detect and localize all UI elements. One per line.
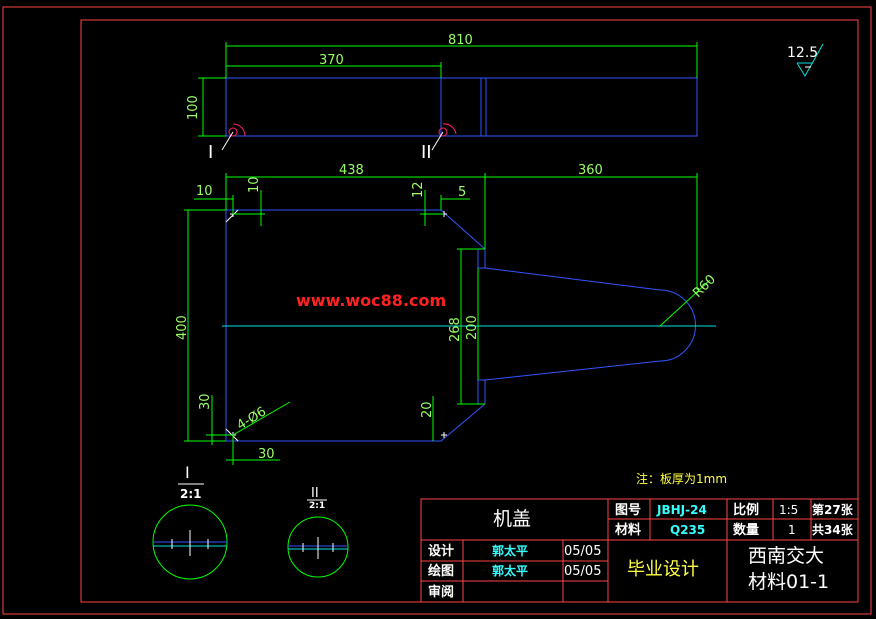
drawing-no: JBHJ-24 bbox=[656, 503, 707, 517]
date-design: 05/05 bbox=[564, 544, 601, 559]
role-draw: 绘图 bbox=[428, 563, 454, 579]
dim-top-810: 810 bbox=[448, 33, 473, 48]
name-design: 郭太平 bbox=[492, 543, 528, 558]
qty-label: 数量 bbox=[733, 522, 759, 538]
roughness-symbol: 12.5 bbox=[787, 43, 824, 77]
dim-12: 12 bbox=[411, 181, 426, 198]
dim-top-100: 100 bbox=[186, 95, 201, 120]
watermark: www.woc88.com bbox=[296, 291, 446, 310]
dim-R60: R60 bbox=[690, 272, 719, 301]
dim-5: 5 bbox=[458, 185, 466, 200]
project-name: 毕业设计 bbox=[627, 559, 699, 580]
dim-268: 268 bbox=[448, 317, 463, 342]
dim-400: 400 bbox=[175, 315, 190, 340]
dim-10-v: 10 bbox=[247, 176, 262, 193]
marker-I: I bbox=[208, 142, 213, 163]
role-review: 审阅 bbox=[428, 584, 454, 600]
dim-top-370: 370 bbox=[319, 53, 344, 68]
title-block: 机盖 图号 JBHJ-24 比例 1:5 第27张 材料 Q235 数量 1 共… bbox=[420, 498, 859, 603]
total-sheets: 共34张 bbox=[812, 522, 854, 537]
roughness-value: 12.5 bbox=[787, 45, 818, 61]
class-name: 材料01-1 bbox=[748, 571, 829, 593]
top-view: 810 370 100 I II bbox=[186, 33, 698, 163]
dim-20: 20 bbox=[420, 401, 435, 418]
school-name: 西南交大 bbox=[748, 545, 824, 567]
dim-30-v: 30 bbox=[198, 393, 213, 410]
drawing-no-label: 图号 bbox=[615, 503, 641, 518]
dim-438: 438 bbox=[339, 163, 364, 178]
dim-360: 360 bbox=[578, 163, 603, 178]
detail-II-scale: 2:1 bbox=[309, 501, 325, 511]
date-draw: 05/05 bbox=[564, 564, 601, 579]
detail-I-scale: 2:1 bbox=[180, 487, 202, 501]
qty-value: 1 bbox=[788, 523, 796, 537]
scale-value: 1:5 bbox=[779, 503, 798, 517]
dim-10-h: 10 bbox=[196, 184, 213, 199]
sheet-no: 第27张 bbox=[812, 502, 854, 517]
note-thickness: 注：板厚为1mm bbox=[636, 471, 727, 486]
scale-label: 比例 bbox=[733, 502, 759, 518]
material-label: 材料 bbox=[615, 522, 641, 538]
detail-II-label: II bbox=[311, 486, 319, 501]
part-name: 机盖 bbox=[493, 508, 531, 530]
role-design: 设计 bbox=[428, 543, 454, 559]
detail-I-label: I bbox=[185, 463, 190, 482]
detail-I: I 2:1 bbox=[152, 463, 228, 580]
dim-30-h: 30 bbox=[258, 447, 275, 462]
dim-200: 200 bbox=[465, 315, 480, 340]
detail-II: II 2:1 bbox=[287, 486, 349, 578]
dim-holes: 4-Ø6 bbox=[234, 404, 269, 433]
material-value: Q235 bbox=[670, 523, 705, 537]
main-view: 438 360 10 10 12 5 400 268 200 bbox=[175, 163, 719, 465]
name-draw: 郭太平 bbox=[492, 563, 528, 578]
outer-frame bbox=[2, 6, 872, 615]
marker-II: II bbox=[421, 142, 432, 163]
